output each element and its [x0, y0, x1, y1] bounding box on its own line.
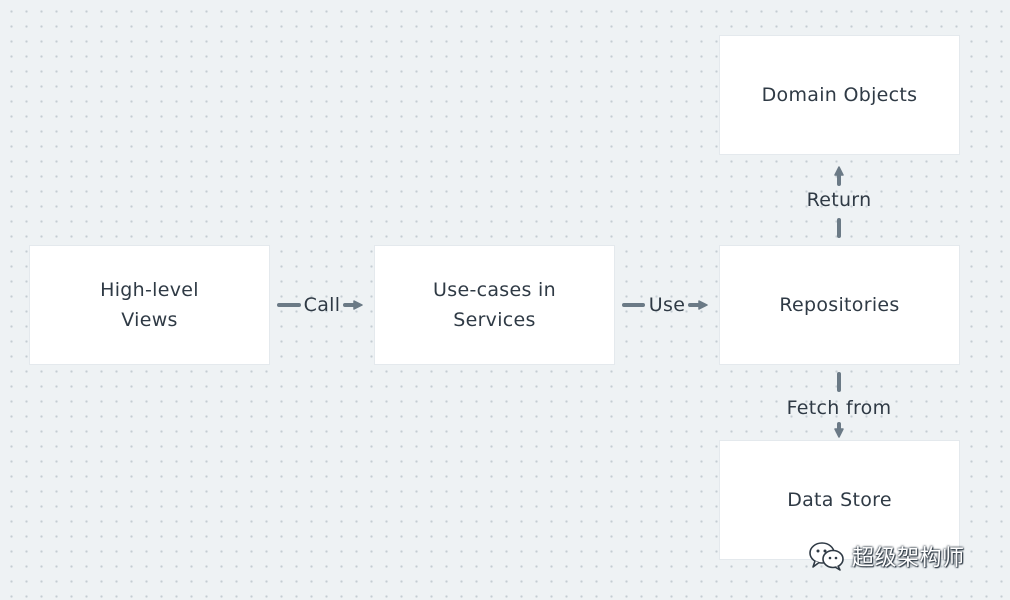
watermark: 超级架构师: [808, 540, 965, 572]
wechat-icon: [809, 542, 844, 571]
node-data-store-label: Data Store: [787, 489, 892, 511]
node-domain-objects-label: Domain Objects: [761, 84, 918, 106]
node-repositories: Repositories: [720, 246, 959, 364]
node-use-cases-services: Use-cases in Services: [375, 246, 614, 364]
node-use-cases-services-label: Use-cases in Services: [433, 279, 556, 331]
node-domain-objects: Domain Objects: [720, 36, 959, 154]
node-data-store: Data Store: [720, 441, 959, 559]
edge-label-call: Call: [303, 294, 341, 316]
edge-label-return: Return: [806, 189, 872, 211]
node-repositories-label: Repositories: [779, 294, 900, 316]
edge-label-fetch-from: Fetch from: [786, 397, 892, 419]
node-high-level-views: High-level Views: [30, 246, 269, 364]
node-high-level-views-label: High-level Views: [100, 279, 199, 331]
edge-label-use: Use: [648, 294, 686, 316]
watermark-text: 超级架构师: [852, 546, 965, 571]
